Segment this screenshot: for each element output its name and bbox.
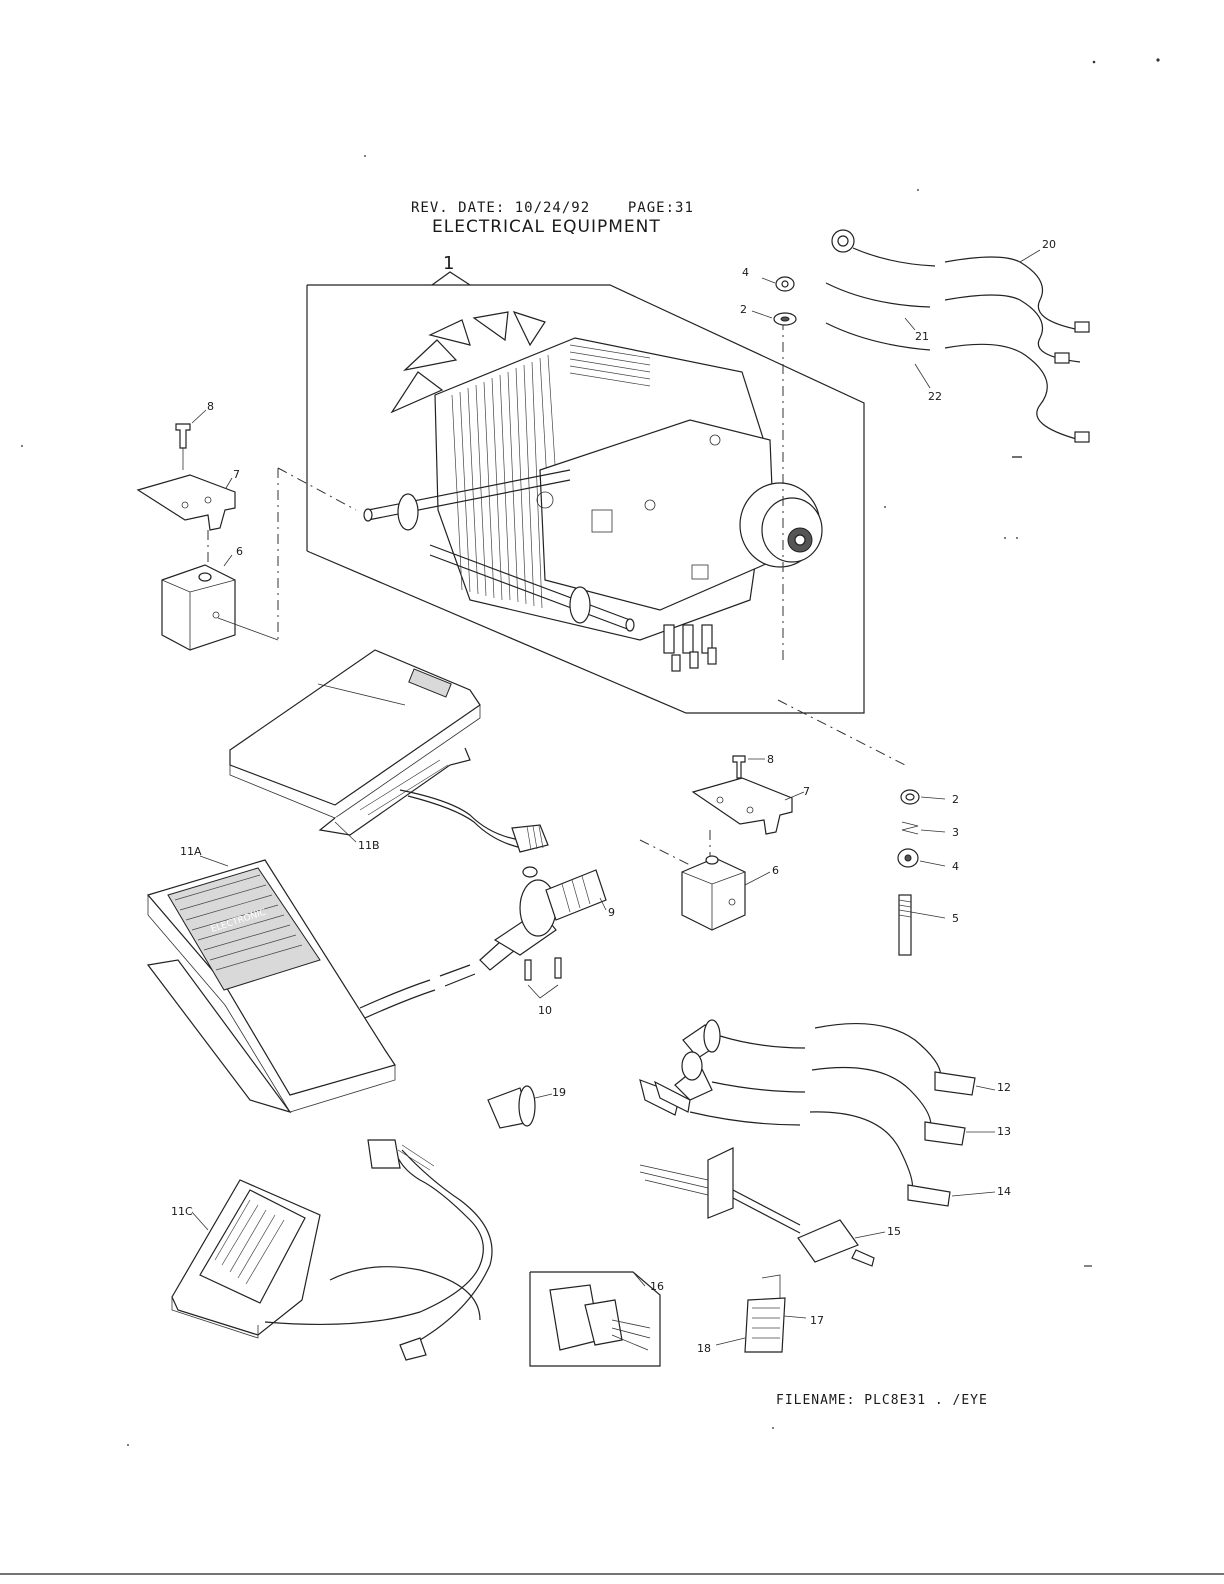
rev-date: REV. DATE: 10/24/92: [411, 200, 591, 216]
mount-hardware-right: [897, 789, 946, 956]
callout-12: 12: [997, 1081, 1011, 1094]
washer-nut-top: [751, 276, 797, 326]
callout-4-right: 4: [952, 860, 959, 873]
motor-frame-outline: [306, 284, 865, 714]
callout-4-top: 4: [742, 266, 749, 279]
callout-17: 17: [810, 1314, 824, 1327]
callout-6-mid: 6: [772, 864, 779, 877]
wire-leads-20-22: [825, 229, 1090, 443]
foot-control-11b: [229, 649, 549, 853]
callout-16: 16: [650, 1280, 664, 1293]
page-number: PAGE:31: [627, 200, 694, 216]
callout-6-left: 6: [236, 545, 243, 558]
callout-9: 9: [608, 906, 615, 919]
callout-1: 1: [443, 253, 454, 274]
callout-11c: 11C: [171, 1205, 193, 1218]
motor-assembly: [277, 271, 906, 766]
plug-19: [487, 1085, 553, 1129]
power-cords-12-15: [639, 1019, 996, 1267]
callout-11a: 11A: [180, 845, 202, 858]
callout-13: 13: [997, 1125, 1011, 1138]
clip-17-18: [715, 1274, 807, 1353]
callout-8-left: 8: [207, 400, 214, 413]
switch-assembly-left: [136, 409, 279, 651]
callout-2-right: 2: [952, 793, 959, 806]
callout-11b: 11B: [358, 839, 380, 852]
callout-15: 15: [887, 1225, 901, 1238]
callout-19: 19: [552, 1086, 566, 1099]
callout-3-right: 3: [952, 826, 959, 839]
callout-7-mid: 7: [803, 785, 810, 798]
callout-14: 14: [997, 1185, 1011, 1198]
revision-date-line: REV. DATE: 10/24/92 PAGE:31: [411, 200, 694, 216]
callout-7-left: 7: [233, 468, 240, 481]
callout-2-top: 2: [740, 303, 747, 316]
page-title: ELECTRICAL EQUIPMENT: [432, 217, 661, 237]
motor-connector-9: [493, 866, 607, 999]
scan-specks: [21, 58, 1160, 1446]
callout-21: 21: [915, 330, 929, 343]
foot-control-11a: ELECTRONIC: [146, 855, 517, 1114]
control-board-16: [529, 1271, 661, 1367]
callout-8-mid: 8: [767, 753, 774, 766]
callout-22: 22: [928, 390, 942, 403]
callout-5-right: 5: [952, 912, 959, 925]
callout-18: 18: [697, 1342, 711, 1355]
switch-assembly-middle: [639, 755, 805, 931]
foot-control-11c: [171, 1139, 493, 1361]
callout-20: 20: [1042, 238, 1056, 251]
callout-10: 10: [538, 1004, 552, 1017]
filename-footer: FILENAME: PLC8E31 . /EYE: [776, 1393, 988, 1408]
